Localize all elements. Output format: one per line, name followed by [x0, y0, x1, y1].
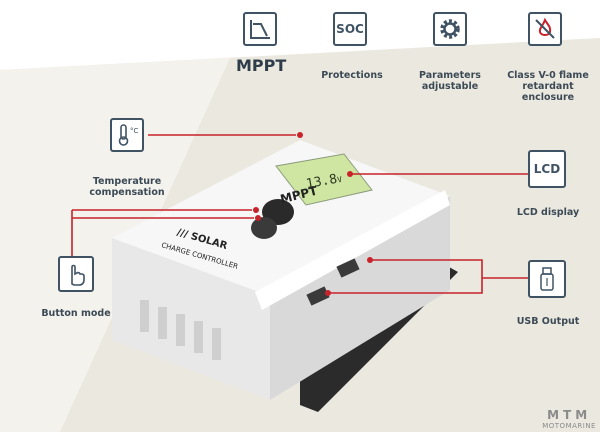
mppt-label: MPPT — [236, 56, 287, 75]
thermometer-icon: °C — [118, 124, 139, 146]
temperature-feature-icon: °C — [110, 118, 144, 152]
watermark-logo: MTM — [547, 408, 592, 422]
mppt-curve-icon — [250, 20, 270, 39]
usb-feature-icon — [528, 260, 566, 298]
usb-stick-icon — [540, 267, 554, 291]
params-feature-icon — [433, 12, 467, 46]
button-feature-icon — [58, 256, 94, 292]
lcd-feature-icon: LCD — [528, 150, 566, 188]
lcd-text-icon: LCD — [533, 162, 561, 176]
lcd-display-label: LCD display — [516, 207, 580, 218]
watermark: MTM MOTOMARINE — [542, 408, 596, 430]
usb-output-label: USB Output — [516, 316, 580, 327]
svg-text:°C: °C — [130, 127, 139, 135]
mppt-feature-icon — [243, 12, 277, 46]
flame-label: Class V-0 flame retardant enclosure — [507, 70, 589, 103]
flame-feature-icon — [528, 12, 562, 46]
protections-label: Protections — [321, 70, 383, 81]
hand-press-icon — [71, 264, 85, 286]
watermark-subtext: MOTOMARINE — [542, 422, 596, 430]
parameters-label: Parameters adjustable — [419, 70, 481, 92]
soc-feature-icon: SOC — [333, 12, 367, 46]
temperature-label: Temperature compensation — [89, 176, 165, 198]
button-mode-label: Button mode — [41, 308, 111, 319]
gear-icon — [440, 19, 460, 39]
soc-text-icon: SOC — [336, 22, 364, 36]
no-flame-icon — [535, 17, 555, 39]
